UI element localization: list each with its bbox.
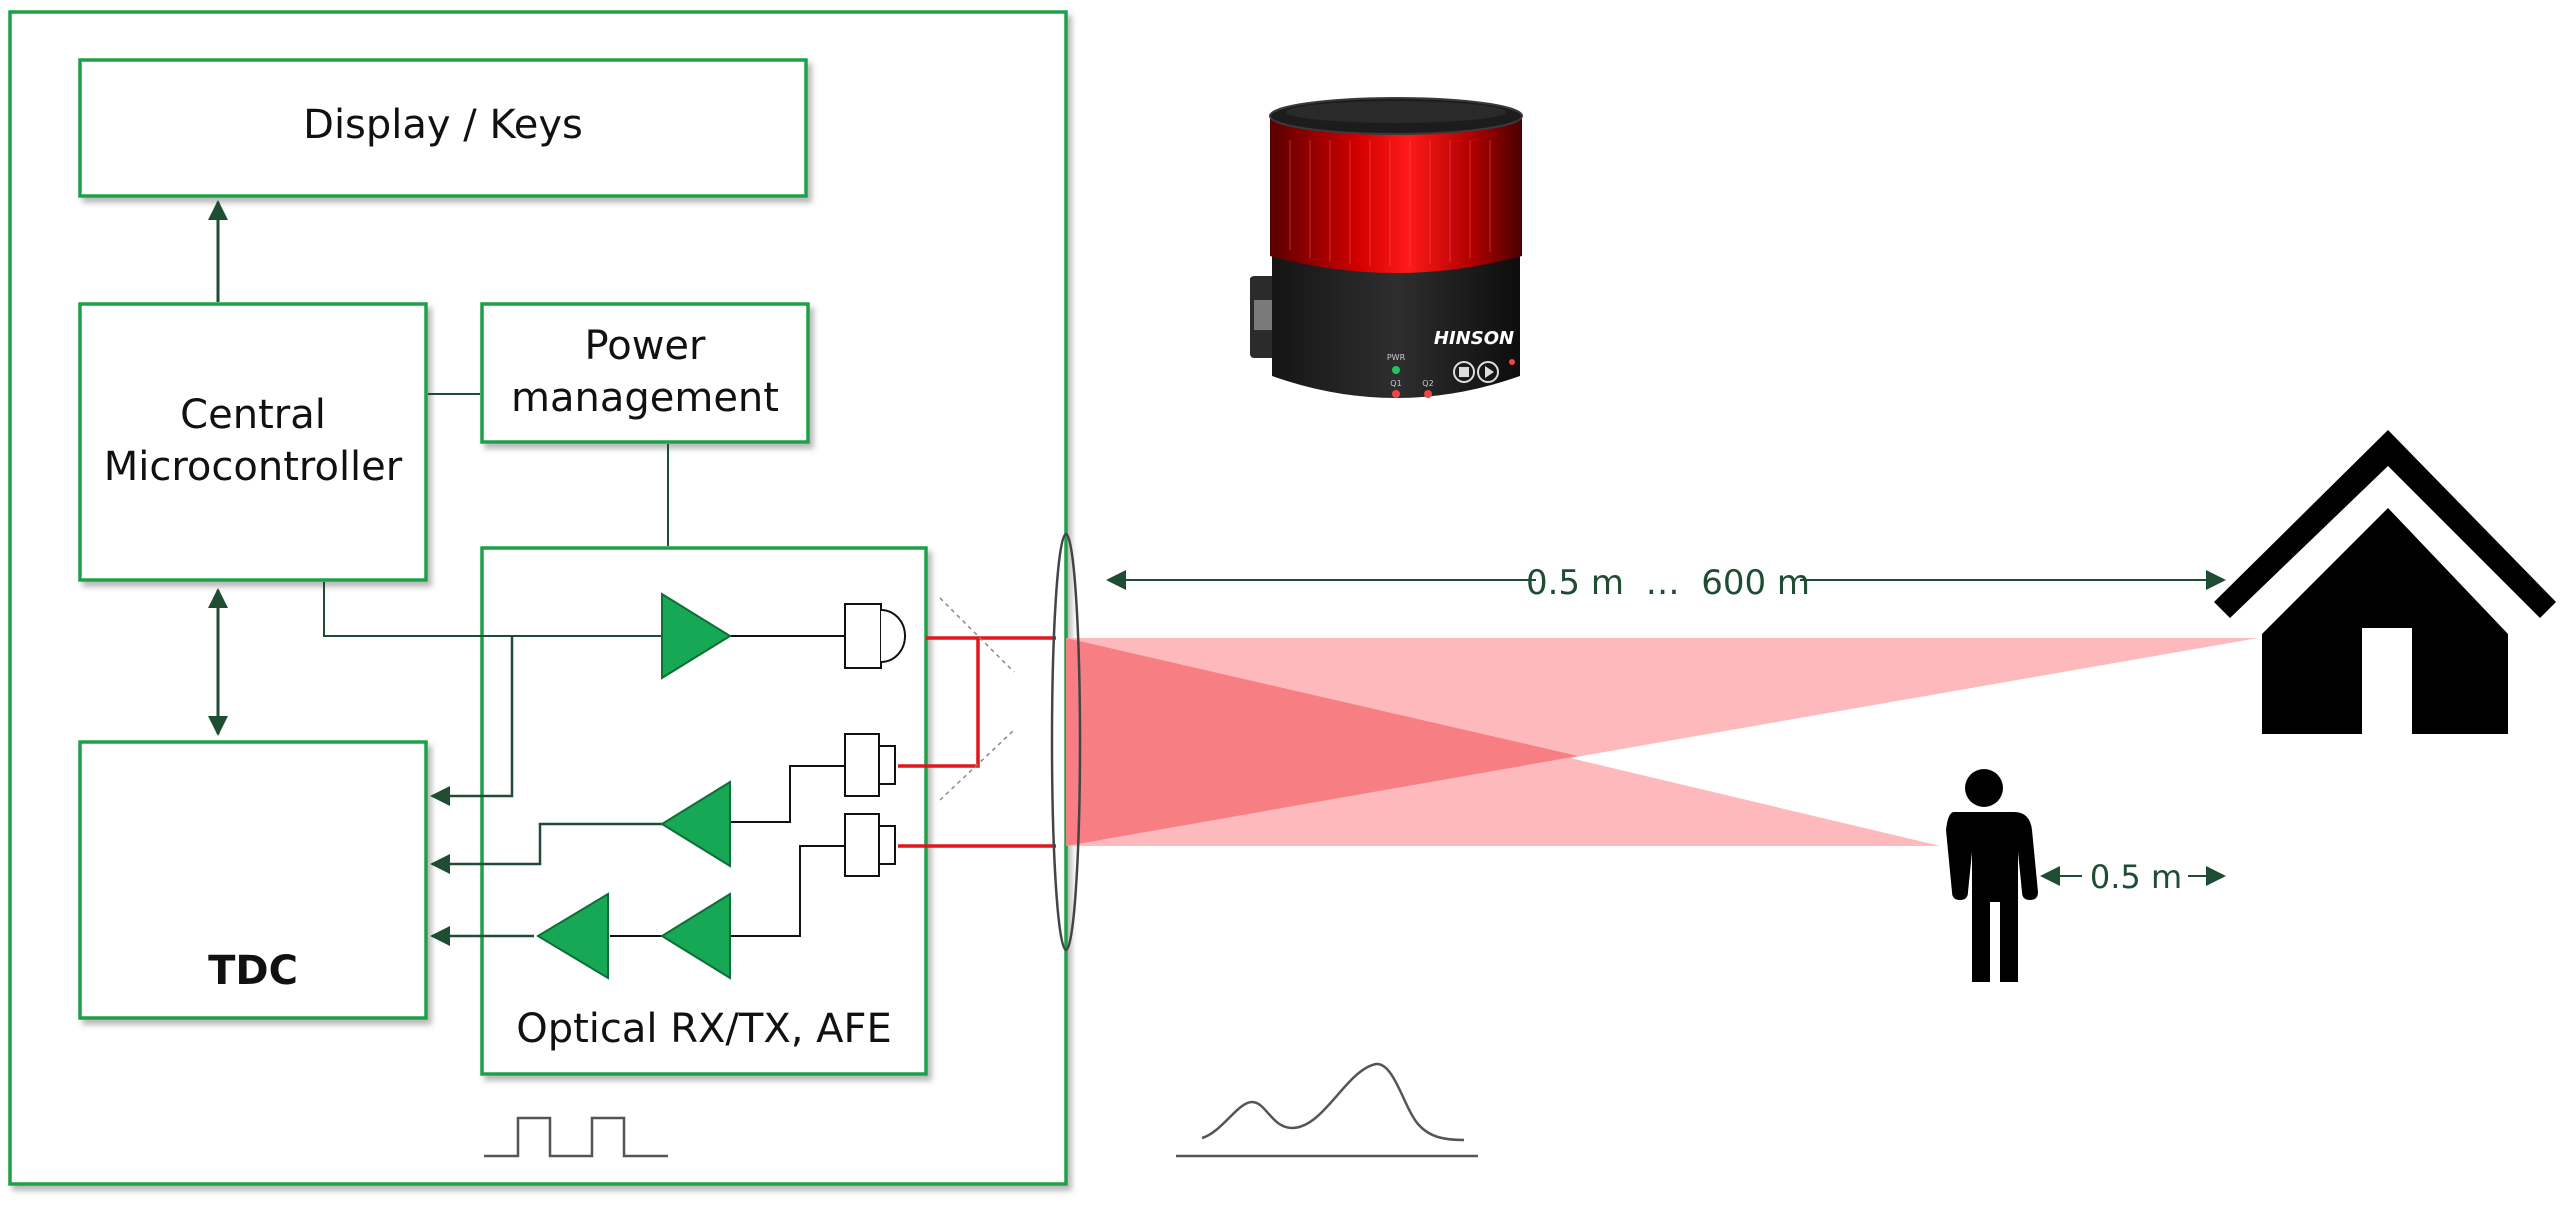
device-led-q2: Q2: [1422, 379, 1433, 388]
display-keys-label: Display / Keys: [303, 102, 583, 148]
near-range-label: 0.5 m: [2090, 858, 2182, 896]
device-play-button: [1477, 361, 1499, 383]
laser-beams: [1066, 638, 2258, 846]
rx-amp-3: [536, 892, 609, 980]
tx-driver-amp: [661, 592, 732, 680]
rx-amp-2: [660, 892, 731, 980]
cpu-label-line1: Central: [180, 392, 326, 438]
amplifiers: [536, 592, 732, 980]
tdc-label: TDC: [208, 948, 298, 994]
laser-diode: [844, 603, 906, 669]
central-microcontroller-block: Central Microcontroller: [78, 302, 428, 582]
pulse-train-icon: [484, 1116, 668, 1158]
photodiode-1: [844, 733, 896, 797]
device-led-q1: Q1: [1390, 379, 1401, 388]
device-stop-button: [1453, 361, 1475, 383]
optical-afe-label: Optical RX/TX, AFE: [516, 1006, 892, 1052]
device-led-pwr: PWR: [1387, 353, 1406, 362]
beam-splitters: [939, 597, 1015, 801]
photodiode-2: [844, 813, 896, 877]
far-range-label: 0.5 m … 600 m: [1526, 563, 1810, 603]
device-brand: HINSON: [1434, 328, 1514, 349]
lidar-device-image: HINSON PWR Q1 Q2: [1250, 97, 1523, 398]
display-keys-block: Display / Keys: [78, 58, 808, 198]
lens-icon: [1050, 532, 1082, 952]
optical-paths: [898, 636, 1056, 848]
power-label-line1: Power: [585, 323, 706, 369]
cpu-label-line2: Microcontroller: [104, 444, 403, 490]
echo-waveform-icon: [1176, 1062, 1478, 1158]
person-icon: [1946, 769, 2038, 982]
rx-amp-1: [660, 780, 731, 868]
power-label-line2: management: [511, 375, 779, 421]
power-management-block: Power management: [480, 302, 810, 444]
internal-connections: [208, 200, 845, 946]
house-icon: [2214, 430, 2556, 734]
tdc-block: TDC: [78, 740, 428, 1020]
